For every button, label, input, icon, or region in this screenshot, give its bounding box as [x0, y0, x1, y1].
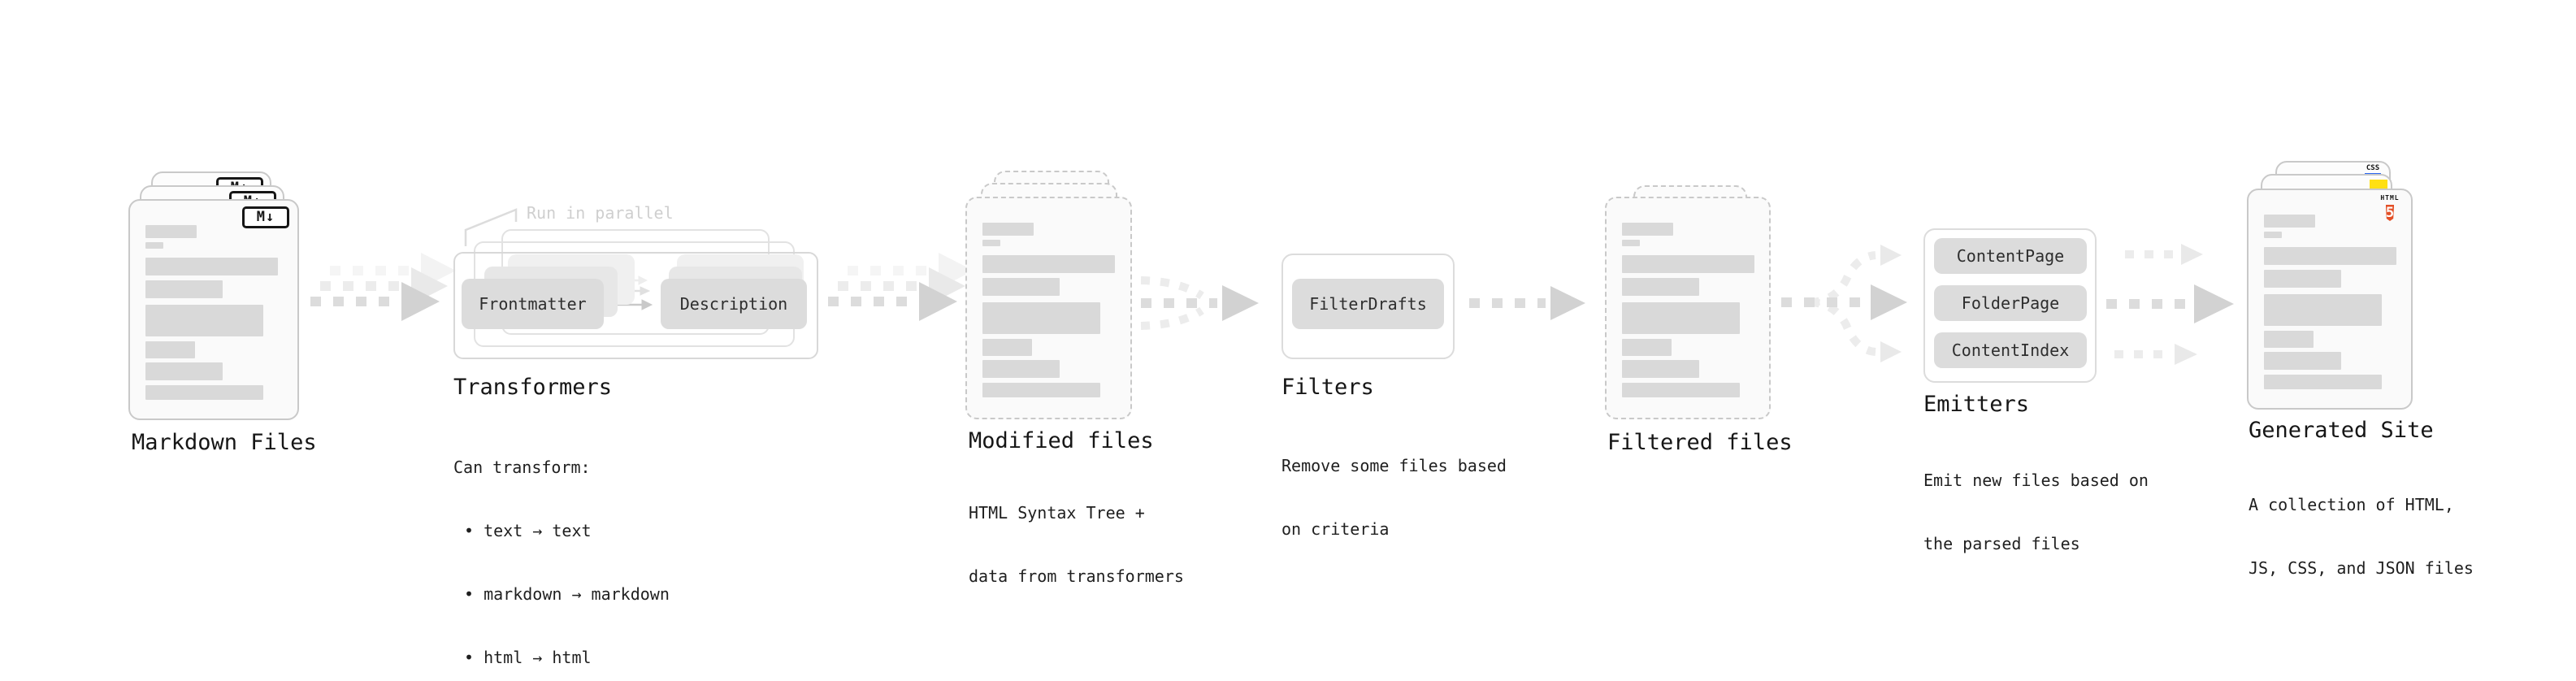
text-line-placeholder — [145, 280, 223, 298]
stage-label-transformers: Transformers — [453, 375, 613, 400]
transformer-frontmatter-box: Frontmatter — [462, 279, 604, 329]
text-line-placeholder — [1622, 302, 1740, 334]
desc-line: JS, CSS, and JSON files — [2249, 558, 2474, 578]
stage-label-filters: Filters — [1281, 375, 1374, 400]
arrow-emitters-to-site — [2106, 244, 2234, 365]
filters-description: Remove some files based on criteria — [1281, 413, 1507, 582]
desc-line: Can transform: — [453, 458, 591, 477]
arrow-filters-to-filtered — [1469, 286, 1585, 320]
filtered-file-card-front — [1605, 197, 1771, 419]
arrow-modified-to-filters — [1140, 276, 1259, 330]
text-line-placeholder — [982, 383, 1100, 397]
text-line-placeholder — [1622, 255, 1754, 273]
doc-text-placeholder — [982, 223, 1115, 397]
desc-line: A collection of HTML, — [2249, 495, 2454, 514]
run-in-parallel-callout-line — [464, 208, 518, 246]
text-line-placeholder — [2264, 331, 2314, 348]
stage-label-modified-files: Modified files — [969, 428, 1154, 453]
text-line-placeholder — [2264, 294, 2382, 326]
emitter-folderpage-box: FolderPage — [1934, 285, 2087, 321]
text-line-placeholder — [982, 360, 1060, 378]
text-line-placeholder — [2264, 352, 2341, 370]
text-line-placeholder — [145, 225, 197, 238]
desc-line: • html → html — [464, 648, 592, 667]
doc-text-placeholder — [2264, 215, 2396, 389]
desc-line: HTML Syntax Tree + — [969, 503, 1145, 523]
run-in-parallel-note: Run in parallel — [527, 203, 674, 223]
emitter-contentpage-box: ContentPage — [1934, 238, 2087, 274]
markdown-icon: M↓ — [242, 206, 289, 228]
text-line-placeholder — [145, 258, 278, 275]
desc-line: • text → text — [464, 521, 592, 540]
generated-site-description: A collection of HTML, JS, CSS, and JSON … — [2249, 452, 2474, 621]
text-line-placeholder — [2264, 247, 2396, 265]
html5-icon-shield: 5 — [2385, 205, 2395, 221]
text-line-placeholder — [145, 242, 163, 249]
emitters-description: Emit new files based on the parsed files — [1923, 427, 2149, 596]
text-line-placeholder — [145, 362, 223, 380]
transformers-description: Can transform: • text → text • markdown … — [453, 414, 670, 681]
stage-label-emitters: Emitters — [1923, 392, 2030, 417]
filter-filterdrafts-box: FilterDrafts — [1292, 279, 1444, 329]
modified-files-description: HTML Syntax Tree + data from transformer… — [969, 460, 1184, 629]
desc-line: Remove some files based — [1281, 456, 1507, 475]
text-line-placeholder — [982, 278, 1060, 296]
arrow-markdown-to-transformers — [310, 253, 456, 321]
desc-line: on criteria — [1281, 519, 1390, 539]
desc-line: data from transformers — [969, 566, 1184, 586]
desc-line: Emit new files based on — [1923, 471, 2149, 490]
text-line-placeholder — [2264, 215, 2315, 228]
transformer-description-box: Description — [661, 279, 807, 329]
site-file-card-html: HTML 5 — [2247, 189, 2413, 410]
text-line-placeholder — [145, 385, 263, 400]
text-line-placeholder — [982, 339, 1032, 356]
text-line-placeholder — [982, 255, 1115, 273]
text-line-placeholder — [982, 223, 1034, 236]
text-line-placeholder — [1622, 278, 1699, 296]
text-line-placeholder — [2264, 375, 2382, 389]
emitter-contentindex-box: ContentIndex — [1934, 332, 2087, 368]
markdown-file-card-front: M↓ — [128, 199, 299, 420]
doc-text-placeholder — [1622, 223, 1754, 397]
text-line-placeholder — [2264, 232, 2282, 238]
doc-text-placeholder — [145, 225, 278, 400]
arrow-transformers-to-modified — [828, 253, 974, 321]
text-line-placeholder — [145, 341, 195, 358]
css-icon-label: CSS — [2366, 164, 2380, 172]
javascript-icon — [2370, 180, 2387, 190]
text-line-placeholder — [1622, 360, 1699, 378]
text-line-placeholder — [145, 305, 263, 336]
arrow-filtered-to-emitters — [1781, 245, 1907, 362]
stage-label-filtered-files: Filtered files — [1607, 430, 1793, 455]
text-line-placeholder — [1622, 339, 1672, 356]
desc-line: the parsed files — [1923, 534, 2080, 553]
stage-label-markdown-files: Markdown Files — [132, 430, 317, 455]
text-line-placeholder — [2264, 270, 2341, 288]
text-line-placeholder — [982, 302, 1100, 334]
text-line-placeholder — [982, 240, 1000, 246]
transformer-container-front — [453, 252, 818, 359]
text-line-placeholder — [1622, 383, 1740, 397]
text-line-placeholder — [1622, 240, 1640, 246]
html5-icon: HTML 5 — [2378, 194, 2402, 224]
html5-icon-label: HTML — [2380, 194, 2400, 202]
desc-line: • markdown → markdown — [464, 584, 670, 604]
modified-file-card-front — [965, 197, 1132, 419]
stage-label-generated-site: Generated Site — [2249, 418, 2434, 443]
text-line-placeholder — [1622, 223, 1673, 236]
